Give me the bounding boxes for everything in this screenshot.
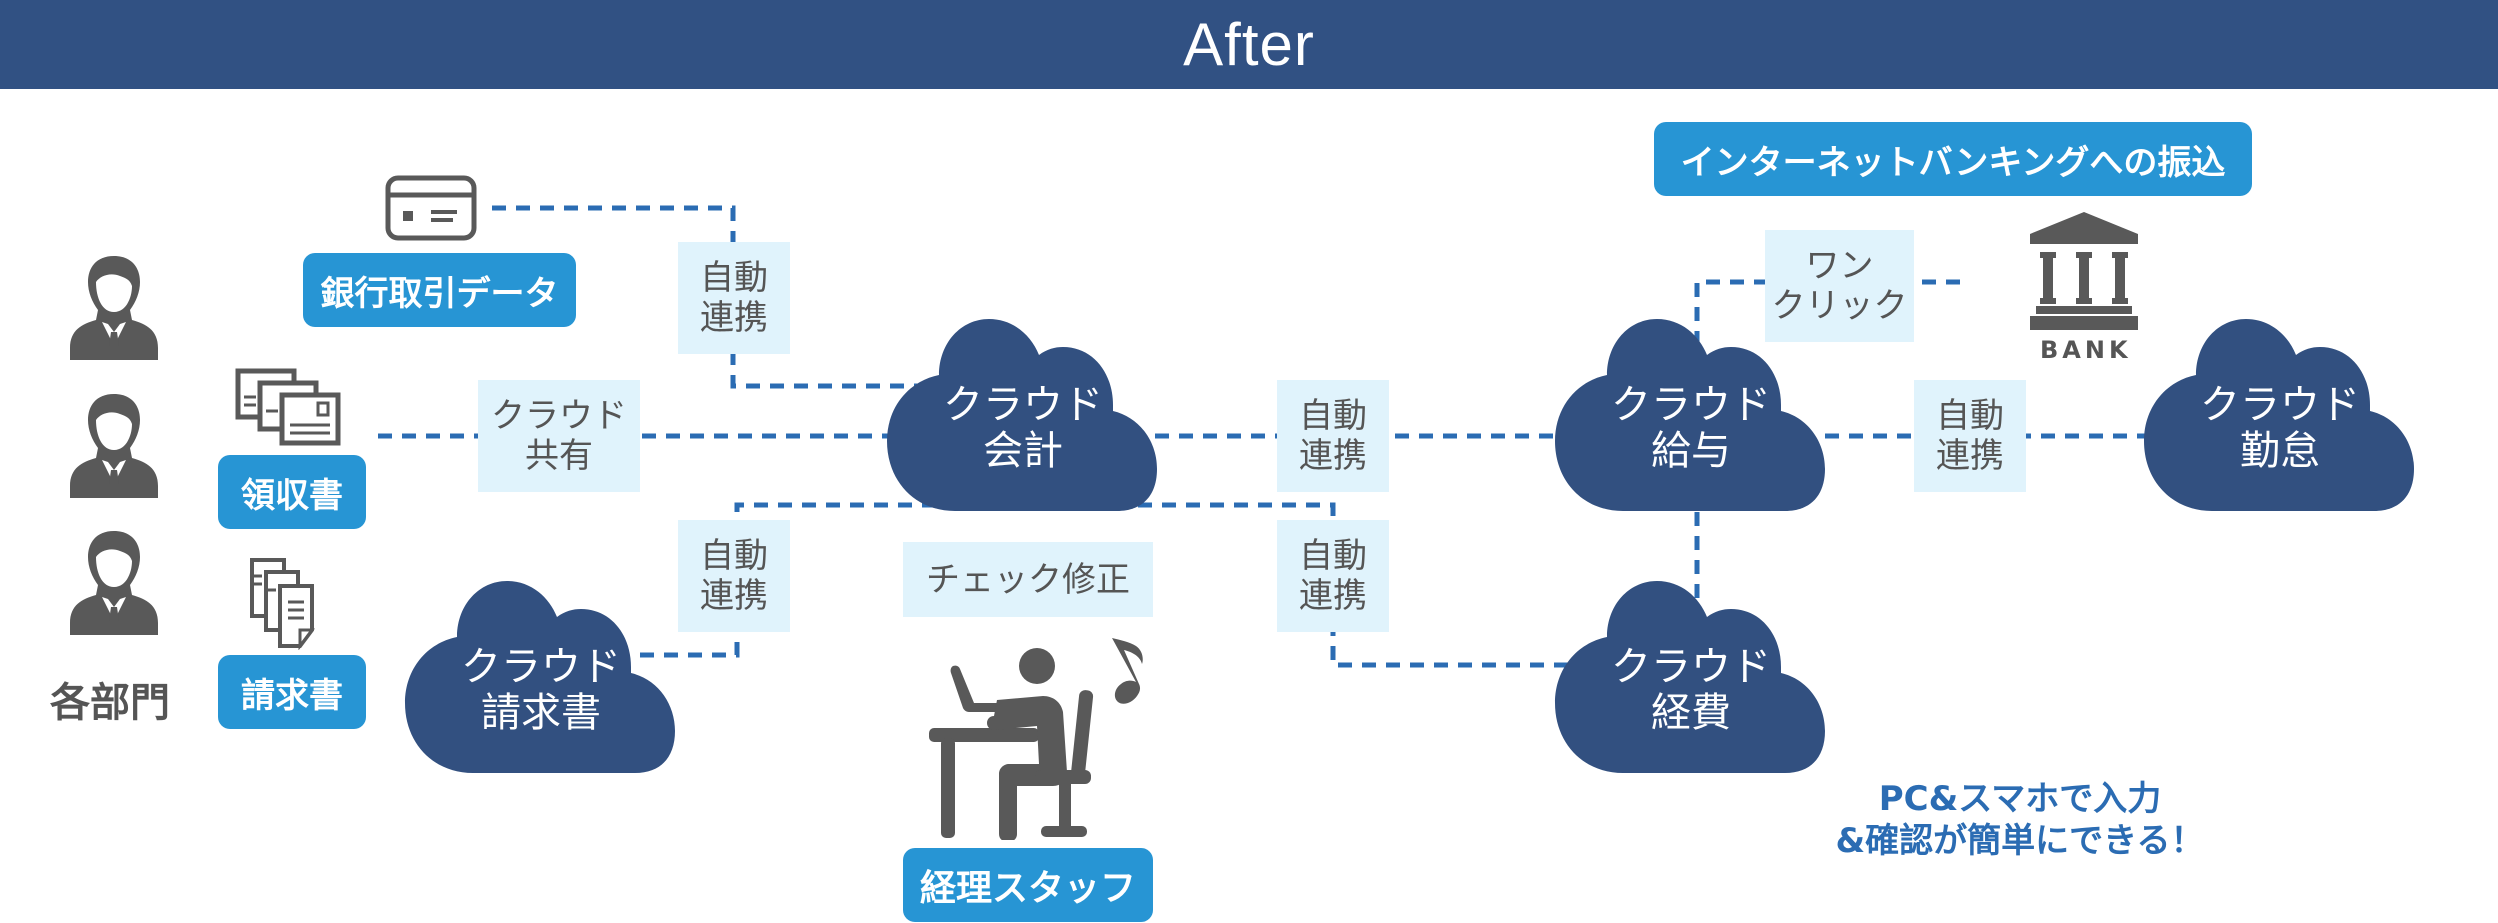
documents-stack-icon <box>250 558 342 651</box>
connector-tag-accounting-to-expenses: 自動 連携 <box>1277 520 1389 632</box>
document-badge-invoices: 請求書 <box>218 655 366 729</box>
person-icon <box>68 390 160 502</box>
connector-tag-payroll-to-attendance: 自動 連携 <box>1914 380 2026 492</box>
receipts-stack-icon <box>234 367 342 447</box>
desk-worker-icon <box>925 630 1115 842</box>
cloud-label: クラウド 請求書 <box>461 643 621 736</box>
connector-tag-invoice-to-accounting: 自動 連携 <box>678 520 790 632</box>
cloud-label: クラウド 経費 <box>1611 643 1771 736</box>
connector-tag-payroll-to-bank: ワン クリック <box>1765 230 1914 342</box>
person-icon <box>68 252 160 364</box>
cloud-invoice: クラウド 請求書 <box>403 580 679 775</box>
cloud-expenses: クラウド 経費 <box>1553 580 1829 775</box>
connector-invoice <box>640 502 1570 668</box>
document-badge-bank-data: 銀行取引データ <box>303 253 576 327</box>
person-icon <box>68 527 160 639</box>
music-note-icon <box>1108 632 1152 704</box>
cloud-label: クラウド 会計 <box>943 381 1103 474</box>
bank-icon-text: BANK <box>2040 336 2132 364</box>
connector-tag-receipts-to-accounting: クラウド 共有 <box>478 380 640 492</box>
bank-card-icon <box>385 175 477 241</box>
cloud-payroll: クラウド 給与 <box>1553 318 1829 513</box>
bank-building-icon <box>2028 210 2140 336</box>
connector-tag-accounting-to-payroll: 自動 連携 <box>1277 380 1389 492</box>
accounting-staff-badge: 経理スタッフ <box>903 848 1153 922</box>
connector-tag-bank-to-accounting: 自動 連携 <box>678 242 790 354</box>
cloud-accounting: クラウド 会計 <box>885 318 1161 513</box>
cloud-label: クラウド 給与 <box>1611 381 1771 474</box>
document-badge-receipts: 領収書 <box>218 455 366 529</box>
connector-bank-data <box>492 205 925 389</box>
header-bar: After <box>0 0 2498 89</box>
departments-label: 各部門 <box>50 680 170 726</box>
cloud-attendance: クラウド 勤怠 <box>2142 318 2418 513</box>
check-correction-tag: チェック修正 <box>903 542 1153 617</box>
input-confirm-note: PC&スマホで入力 &確認が簡単にできる！ <box>1835 779 2205 861</box>
cloud-label: クラウド 勤怠 <box>2200 381 2360 474</box>
page-title: After <box>1183 11 1315 78</box>
internet-banking-badge: インターネットバンキングへの振込 <box>1654 122 2252 196</box>
